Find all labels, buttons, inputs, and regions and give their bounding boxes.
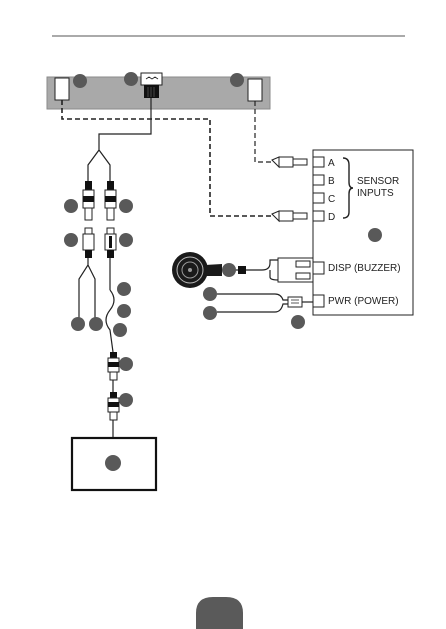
callout-left-wire-1 <box>71 317 85 331</box>
pwr-label: PWR (POWER) <box>328 296 399 307</box>
port-c-box <box>313 193 324 203</box>
camera-connector <box>144 85 159 98</box>
rca-socket-left <box>83 228 94 258</box>
port-b-label: B <box>328 176 335 187</box>
disp-label: DISP (BUZZER) <box>328 263 401 274</box>
port-c-label: C <box>328 194 335 205</box>
sensor-plug-a <box>272 157 307 167</box>
rca-connector-lower-2 <box>108 392 119 420</box>
callout-rca-left-upper <box>64 199 78 213</box>
port-d-box <box>313 211 324 221</box>
power-plug <box>288 297 302 307</box>
callout-extension-3 <box>113 323 127 337</box>
port-d-label: D <box>328 212 335 223</box>
callout-left-wire-2 <box>89 317 103 331</box>
sensor-inputs-label-line2: INPUTS <box>357 188 394 199</box>
disp-plug-pin-top <box>296 261 310 267</box>
left-split-wires <box>79 258 95 318</box>
page-tab <box>196 597 243 629</box>
power-wire-bottom <box>217 304 288 312</box>
callout-rca-left-lower <box>64 233 78 247</box>
port-a-label: A <box>328 158 335 169</box>
right-sensor-box <box>248 79 262 101</box>
callout-power-bottom <box>203 306 217 320</box>
callout-bar-middle <box>124 72 138 86</box>
callout-extension-2 <box>117 304 131 318</box>
power-wire-top <box>217 294 288 300</box>
callout-bar-left <box>73 74 87 88</box>
disp-plug-pin-bottom <box>296 273 310 279</box>
port-b-box <box>313 175 324 185</box>
callout-rca-right-upper <box>119 199 133 213</box>
port-disp-box <box>313 262 324 274</box>
callout-bar-right <box>230 73 244 87</box>
callout-lower-connector-2 <box>119 393 133 407</box>
port-a-box <box>313 157 324 167</box>
sensor-plug-d <box>272 211 307 221</box>
camera-video-cable <box>88 98 151 181</box>
buzzer-wire-strain <box>238 266 246 274</box>
port-pwr-box <box>313 295 324 307</box>
buzzer <box>172 252 222 288</box>
callout-lower-connector-1 <box>119 357 133 371</box>
callout-control-unit <box>368 228 382 242</box>
buzzer-wire-split <box>246 260 278 280</box>
dashed-wire-right-sensor <box>255 101 272 162</box>
callout-rca-right-lower <box>119 233 133 247</box>
callout-monitor <box>105 455 121 471</box>
left-sensor-box <box>55 78 69 100</box>
rca-connector-lower-1 <box>108 352 119 380</box>
sensor-inputs-label-line1: SENSOR <box>357 176 399 187</box>
rca-plug-left-upper <box>83 181 94 220</box>
callout-power-top <box>203 287 217 301</box>
callout-extension-1 <box>117 282 131 296</box>
control-unit-box <box>313 150 413 315</box>
extension-cable-coil <box>106 290 114 352</box>
callout-buzzer <box>222 263 236 277</box>
rca-plug-right-upper <box>105 181 116 220</box>
callout-power-right <box>291 315 305 329</box>
rca-socket-right <box>105 228 116 258</box>
